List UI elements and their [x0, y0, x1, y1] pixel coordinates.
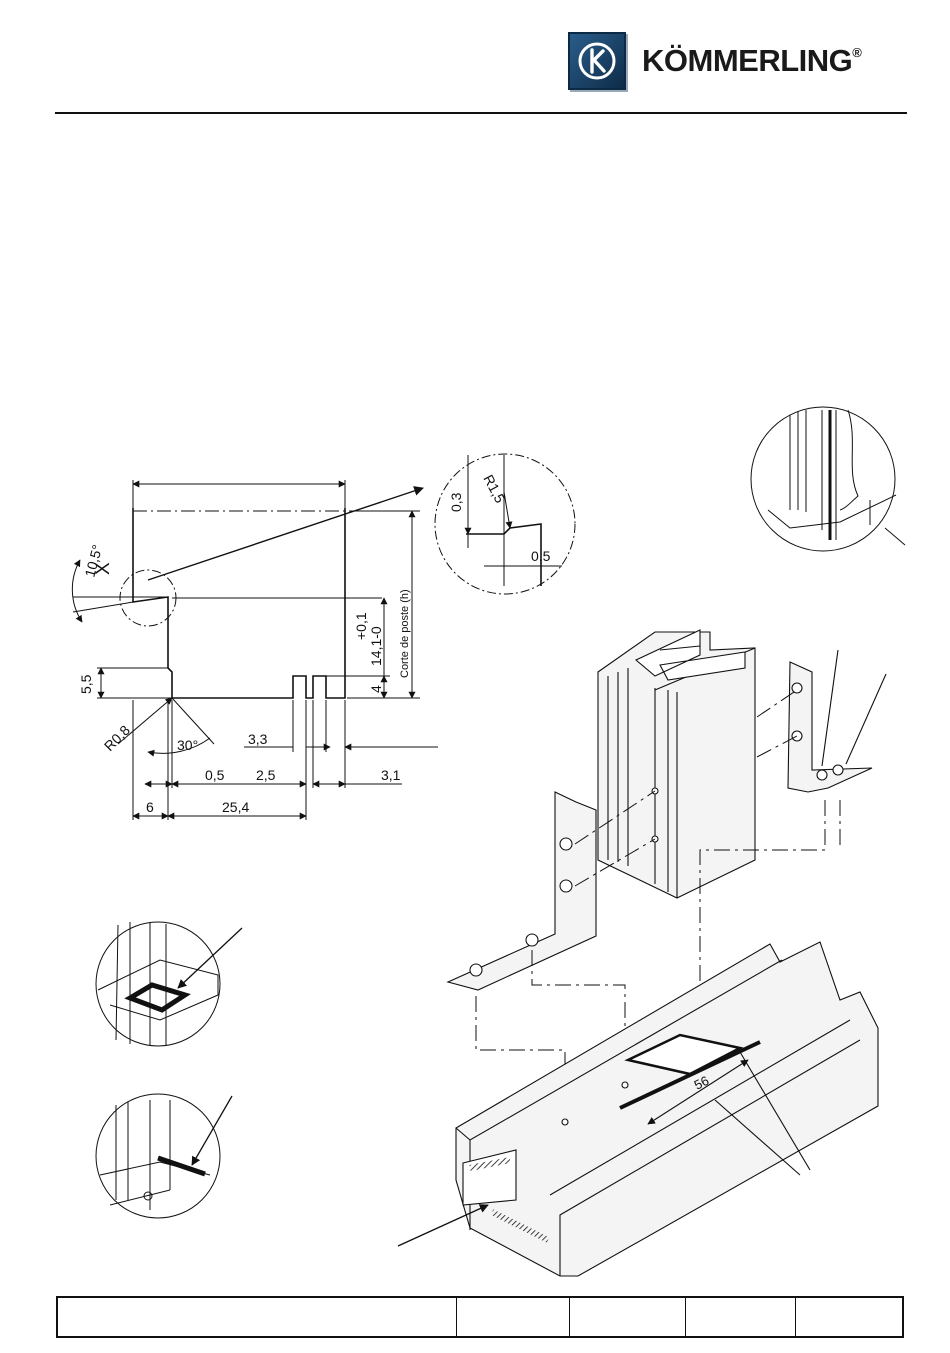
- label-4: 4: [368, 685, 384, 693]
- label-25-4: 25,4: [222, 799, 249, 815]
- label-3-3: 3,3: [248, 731, 268, 747]
- detail-x-leader: [148, 488, 423, 580]
- label-30: 30°: [177, 737, 198, 753]
- title-cell-1: [456, 1298, 569, 1336]
- cut-profile-labels: R0,8 5,5 10,5° X 30° 3,3 0,5 2,5 3,1 6 2…: [78, 543, 411, 815]
- label-detail-x: X: [93, 562, 114, 575]
- corner-bracket-left: [448, 792, 596, 990]
- title-cell-2: [569, 1298, 685, 1336]
- label-6: 6: [146, 799, 154, 815]
- title-cell-4: [795, 1298, 902, 1336]
- label-detail-0-5: 0,5: [531, 548, 551, 564]
- corner-bracket-right: [788, 650, 886, 792]
- detail-x-zoom: [435, 454, 575, 594]
- label-3-1: 3,1: [381, 767, 401, 783]
- profile-outline: [133, 508, 345, 698]
- label-2-5: 2,5: [256, 767, 276, 783]
- corner-detail-circle: [751, 407, 905, 551]
- label-post-cut: Corte de poste (h): [399, 589, 411, 678]
- detail-circle-seal: [96, 1094, 232, 1218]
- label-tol-plus: +0,1: [353, 612, 369, 640]
- detail-circle-gasket: [96, 922, 242, 1046]
- label-0-3: 0,3: [448, 492, 464, 512]
- vertical-profile: [598, 630, 755, 898]
- title-block: [56, 1296, 904, 1338]
- label-14-1: 14,1-0: [368, 626, 384, 666]
- angle-10-5-arc: [72, 560, 82, 622]
- label-5-5: 5,5: [78, 674, 94, 694]
- detail-x-labels: 0,3 R1,5 0,5: [448, 472, 551, 564]
- label-0-5: 0,5: [205, 767, 225, 783]
- label-r0-8: R0,8: [101, 722, 133, 754]
- bottom-frame-profile: [456, 942, 878, 1276]
- title-cell-3: [685, 1298, 795, 1336]
- title-cell-description: [58, 1298, 456, 1336]
